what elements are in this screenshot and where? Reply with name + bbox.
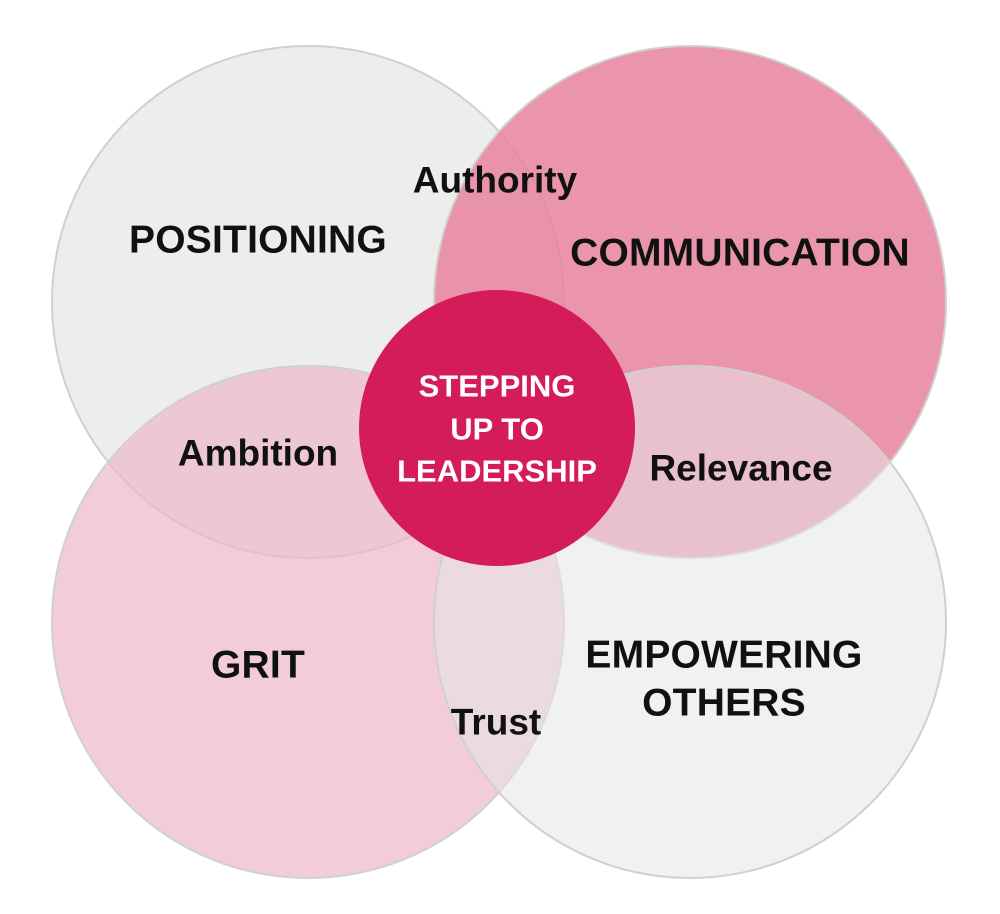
center-label-line2: UP TO bbox=[450, 411, 544, 447]
communication-label: COMMUNICATION bbox=[570, 231, 910, 275]
center-circle bbox=[359, 290, 635, 566]
authority-label: Authority bbox=[412, 159, 578, 201]
empowering-others-label-line1: EMPOWERING bbox=[585, 633, 863, 677]
relevance-label: Relevance bbox=[649, 447, 833, 489]
positioning-label: POSITIONING bbox=[129, 218, 387, 262]
center-label-line3: LEADERSHIP bbox=[397, 453, 597, 489]
grit-label: GRIT bbox=[211, 643, 305, 687]
ambition-label: Ambition bbox=[177, 432, 339, 474]
trust-label: Trust bbox=[450, 701, 542, 743]
empowering-others-label-line2: OTHERS bbox=[642, 681, 806, 725]
center-label-line1: STEPPING bbox=[418, 368, 576, 404]
